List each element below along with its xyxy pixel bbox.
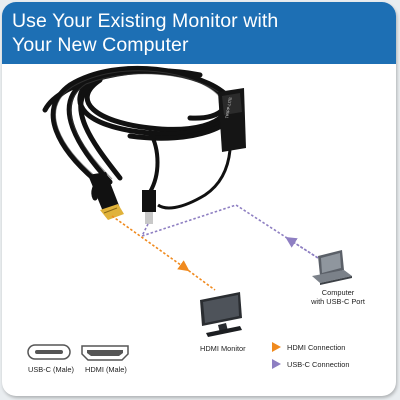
diagram-frame: Use Your Existing Monitor with Your New … xyxy=(2,2,396,396)
adapter-cable xyxy=(157,149,232,210)
usbc-connection-line xyxy=(140,204,319,259)
page-title: Use Your Existing Monitor with Your New … xyxy=(12,9,382,57)
legend-usbc: USB-C Connection xyxy=(272,359,349,369)
header-band: Use Your Existing Monitor with Your New … xyxy=(2,2,396,64)
hdmi-monitor-label: HDMI Monitor xyxy=(200,344,246,353)
adapter-logo: TRIPP·LITE xyxy=(224,96,233,118)
usbc-connector-icon xyxy=(27,344,71,360)
legend-hdmi-marker xyxy=(272,342,281,352)
legend-usbc-marker xyxy=(272,359,281,369)
hdmi-connection-line xyxy=(111,215,190,272)
monitor-icon xyxy=(200,292,242,337)
title-line-1: Use Your Existing Monitor with xyxy=(12,10,279,32)
usbc-plug xyxy=(142,190,156,224)
legend-hdmi-label: HDMI Connection xyxy=(287,342,346,352)
usbc-cable xyxy=(148,130,160,194)
computer-label: Computer with USB-C Port xyxy=(311,288,365,306)
hdmi-connector-icon xyxy=(81,345,129,361)
hdmi-plug xyxy=(88,172,124,220)
title-line-2: Your New Computer xyxy=(12,34,189,56)
legend-hdmi: HDMI Connection xyxy=(272,342,345,352)
usbc-male-label: USB-C (Male) xyxy=(28,365,74,374)
legend-usbc-label: USB-C Connection xyxy=(287,359,350,369)
laptop-icon xyxy=(312,250,352,285)
adapter-box: TRIPP·LITE xyxy=(218,88,246,152)
hdmi-male-label: HDMI (Male) xyxy=(85,365,127,374)
